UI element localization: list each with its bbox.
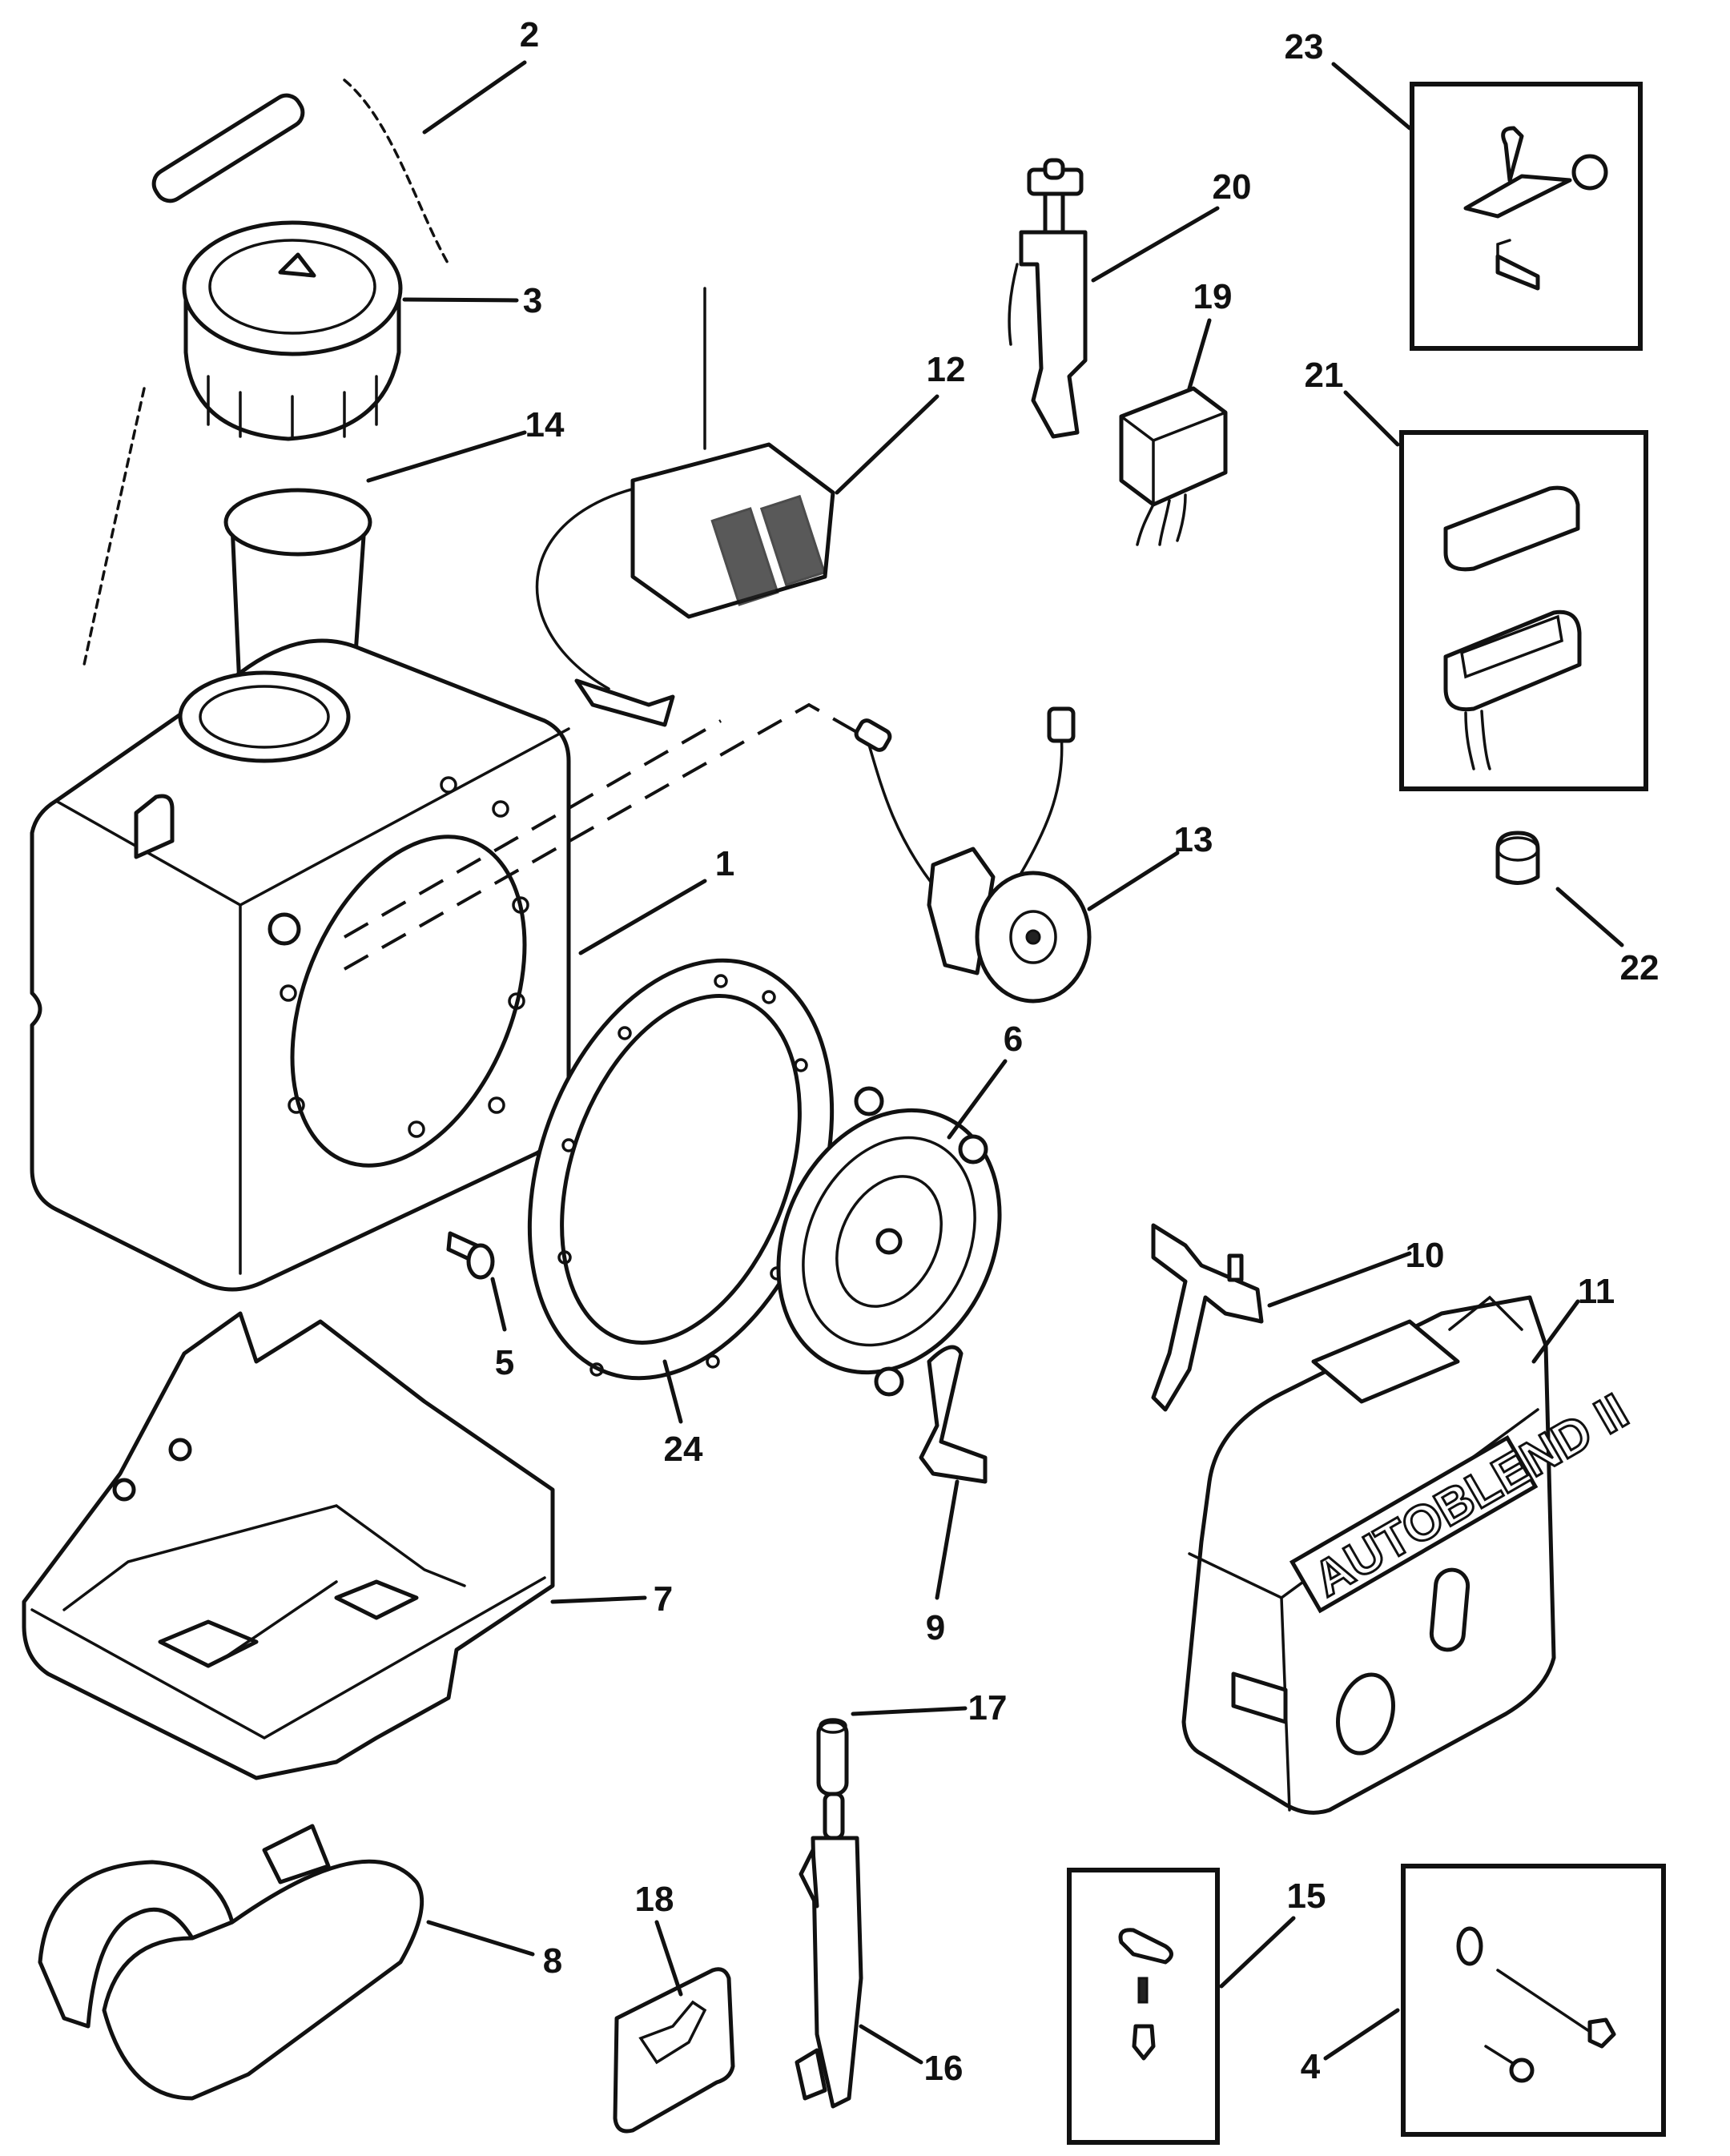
callout-22: 22 [1620, 948, 1660, 987]
leader-6 [947, 1059, 1008, 1140]
leader-11 [1531, 1299, 1580, 1364]
hold-down-strap-drawing [38, 1824, 424, 2101]
callout-10: 10 [1406, 1236, 1445, 1275]
callout-21: 21 [1305, 356, 1344, 395]
bracket-drawing [1151, 1223, 1264, 1412]
leader-5 [490, 1277, 507, 1332]
screw-drawing [446, 1231, 495, 1280]
leader-19 [1187, 318, 1212, 391]
diaphragm-cover-drawing [776, 1086, 1002, 1397]
callout-4: 4 [1301, 2047, 1321, 2086]
hose-sleeve-drawing [816, 1718, 849, 1796]
fill-cap-drawing [182, 220, 403, 441]
callout-18: 18 [635, 1880, 674, 1919]
indicator-housing-box [1399, 430, 1648, 791]
outlet-fitting-drawing [795, 1792, 863, 2109]
clip-drawing [919, 1345, 988, 1484]
indicator-housing-drawing [1443, 485, 1582, 770]
callout-15: 15 [1287, 1876, 1326, 1916]
oil-tank-drawing [30, 638, 571, 1292]
callout-5: 5 [495, 1343, 514, 1382]
leader-13 [1087, 851, 1180, 911]
callout-12: 12 [927, 350, 966, 389]
callout-2: 2 [520, 15, 539, 54]
callout-labels: 2 3 14 12 20 19 23 21 22 13 1 6 5 24 10 … [495, 15, 1660, 2088]
leader-21 [1343, 390, 1400, 447]
callout-1: 1 [715, 844, 734, 883]
gasket-drawing [527, 958, 835, 1381]
filter-pickup-drawing [535, 287, 835, 727]
switch-bracket-drawing [1008, 158, 1088, 439]
autoblend-cover-drawing: AUTOBLEND II [1181, 1295, 1639, 1815]
mounting-hardware-drawing [1456, 1926, 1616, 2083]
mounting-hardware-box [1401, 1864, 1666, 2137]
leader-17 [851, 1706, 968, 1716]
callout-19: 19 [1193, 277, 1233, 316]
leader-8 [426, 1920, 535, 1957]
leader-12 [835, 394, 939, 495]
lens-cap-drawing [1495, 831, 1540, 885]
callout-8: 8 [543, 1941, 562, 1981]
leader-2 [422, 60, 527, 135]
leader-7 [550, 1595, 647, 1604]
leader-23 [1331, 62, 1412, 131]
leader-10 [1267, 1251, 1412, 1308]
warning-module-drawing [1119, 386, 1228, 546]
fitting-hardware-box [1067, 1868, 1220, 2145]
retainer-plate-drawing [613, 1967, 735, 2134]
callout-20: 20 [1213, 167, 1252, 207]
leader-14 [366, 430, 527, 483]
assembly-path-line [344, 702, 866, 971]
sender-solenoid-drawing [854, 706, 1092, 1004]
leader-18 [654, 1920, 683, 1997]
tank-mounting-tray-drawing [22, 1311, 555, 1780]
leader-1 [578, 879, 707, 955]
callout-24: 24 [664, 1430, 703, 1469]
callout-3: 3 [523, 281, 542, 320]
leader-24 [662, 1359, 683, 1424]
callout-17: 17 [968, 1688, 1008, 1728]
leader-9 [935, 1479, 960, 1600]
callout-6: 6 [1004, 1020, 1023, 1059]
callout-16: 16 [924, 2049, 964, 2088]
assembly-path-line [344, 719, 722, 939]
leader-15 [1219, 1916, 1296, 1989]
leader-20 [1091, 206, 1220, 283]
bracket-kit-box [1410, 82, 1643, 351]
fitting-hardware-drawing [1118, 1928, 1173, 2061]
leader-16 [859, 2024, 923, 2065]
callout-11: 11 [1578, 1272, 1615, 1311]
tether-strap-drawing [82, 78, 450, 666]
callout-9: 9 [926, 1608, 945, 1647]
leader-22 [1555, 887, 1624, 947]
leader-4 [1323, 2008, 1400, 2061]
callout-14: 14 [525, 405, 565, 444]
callout-7: 7 [654, 1579, 673, 1619]
callout-23: 23 [1285, 27, 1324, 66]
callout-13: 13 [1174, 820, 1213, 859]
bracket-kit-drawing [1463, 126, 1608, 291]
leader-lines [366, 60, 1624, 2065]
